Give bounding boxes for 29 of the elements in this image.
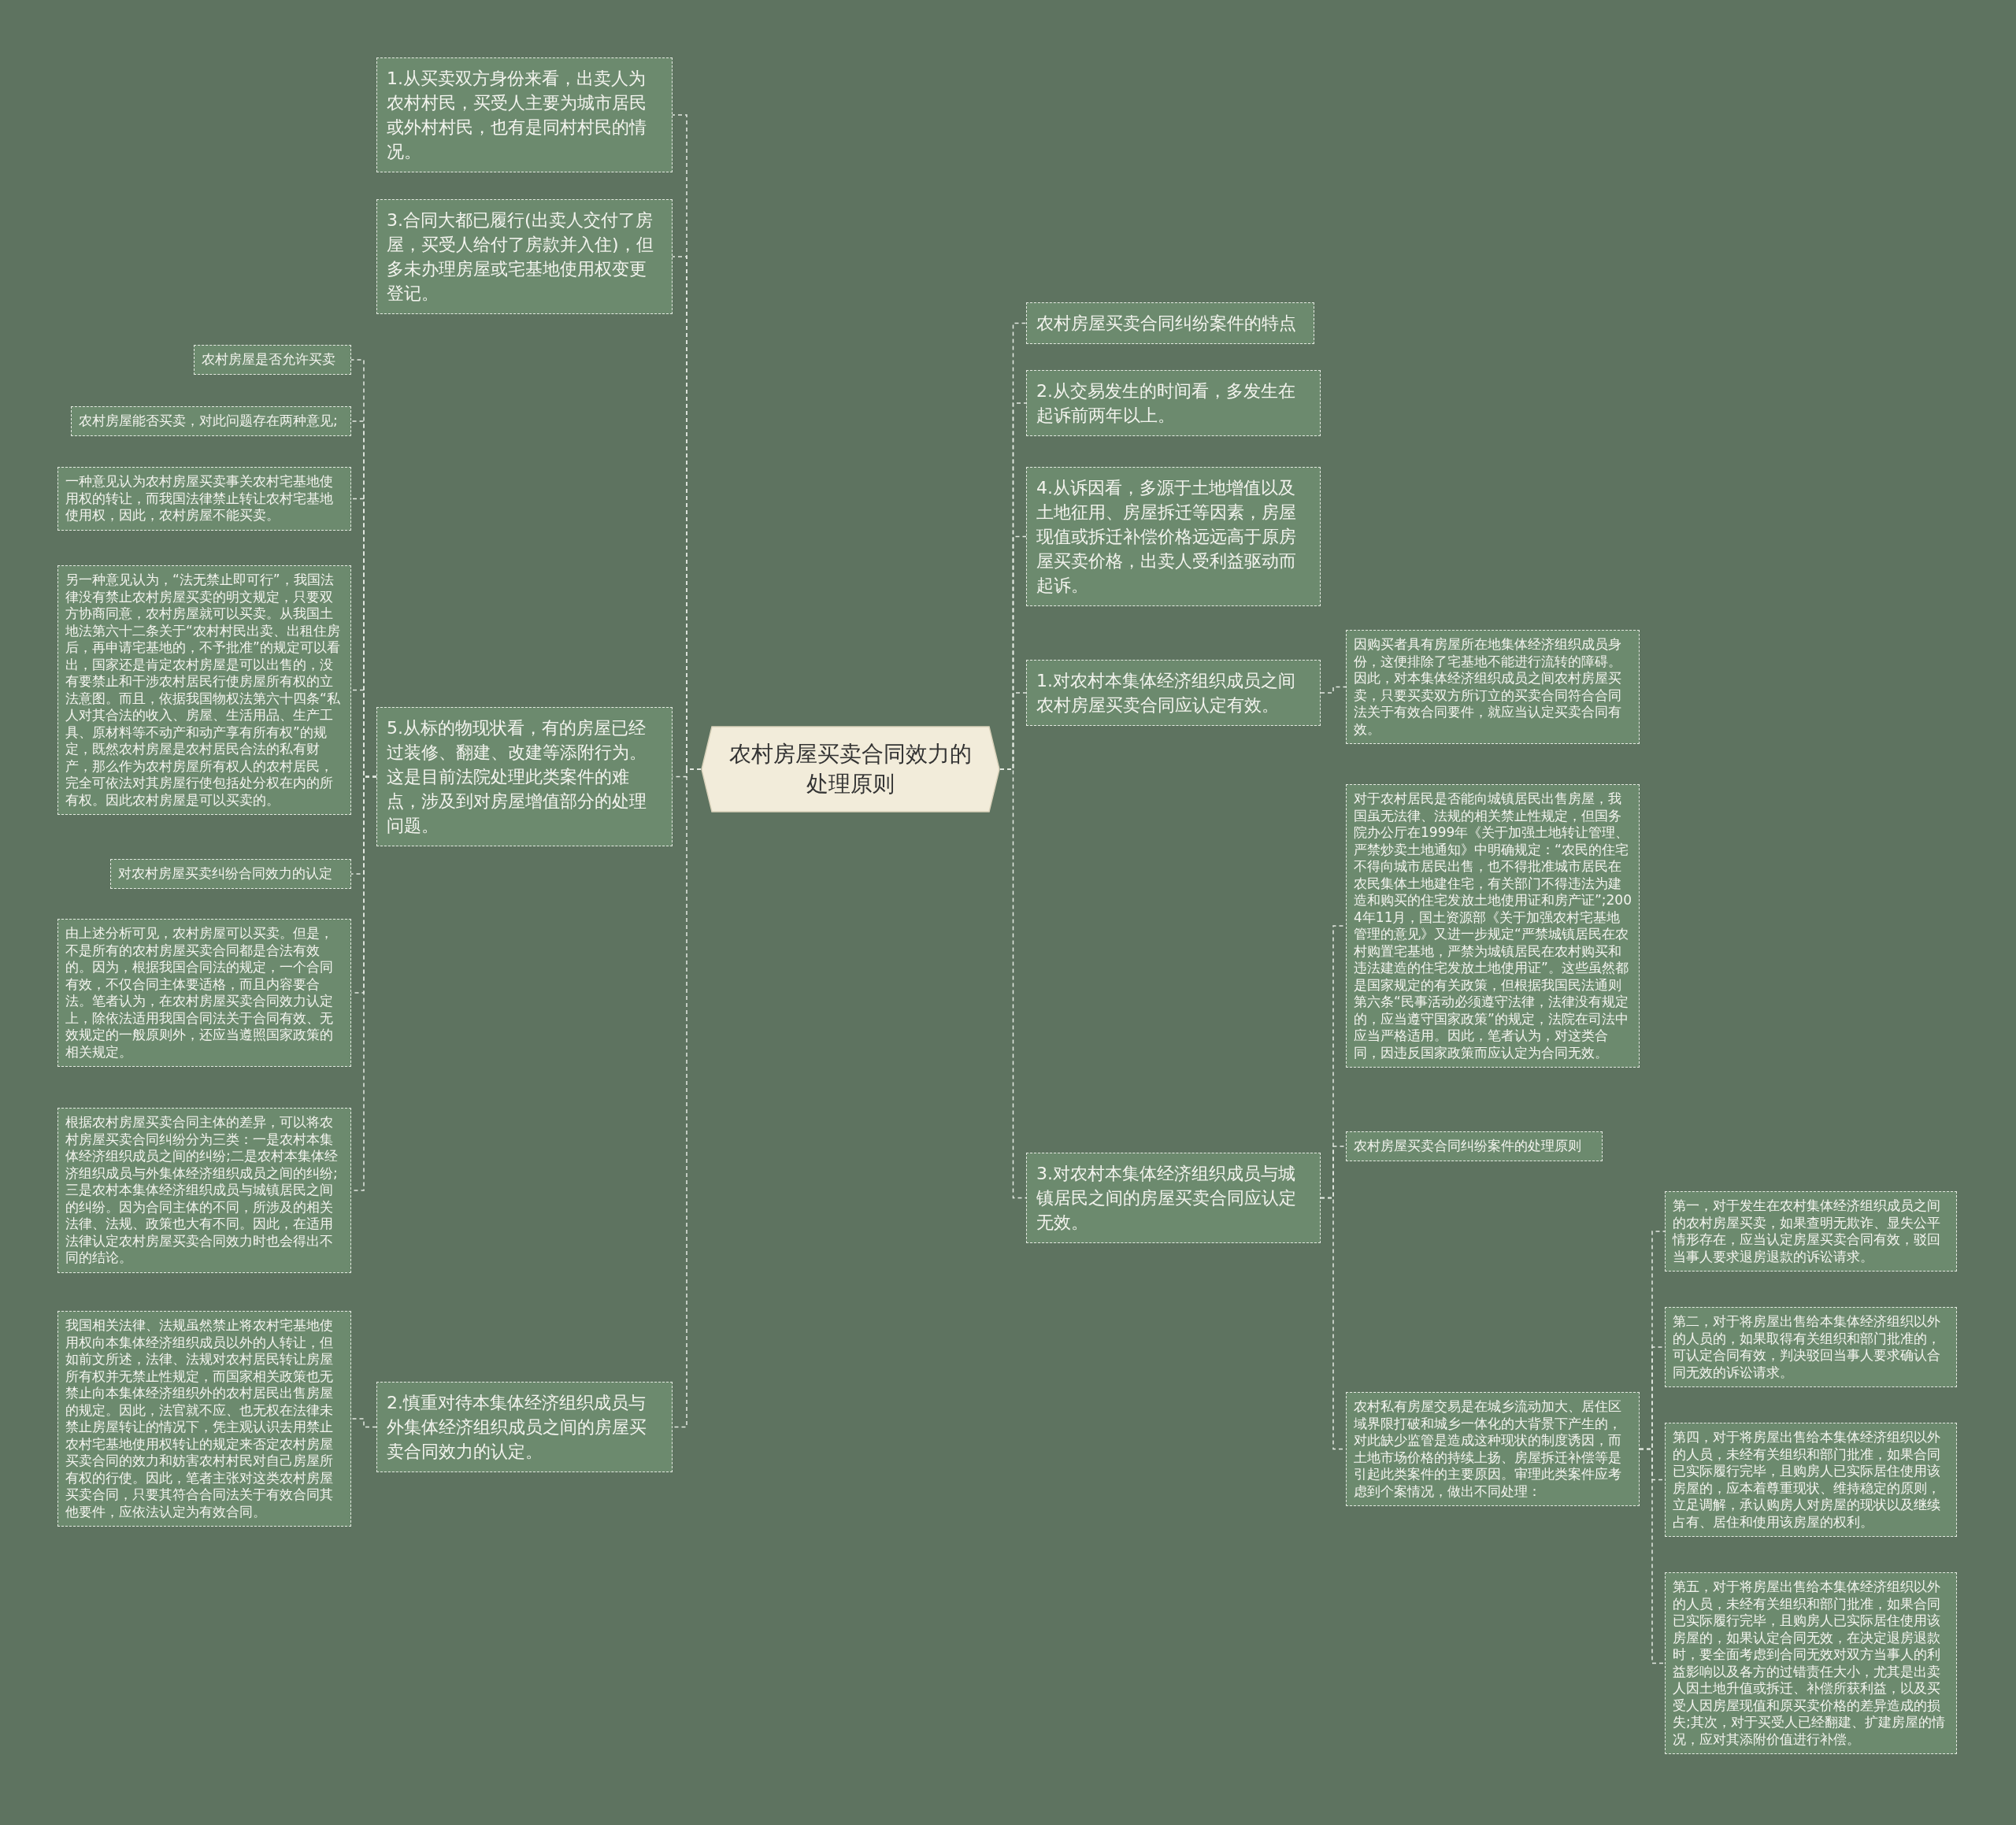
- topic-box: 5.从标的物现状看，有的房屋已经过装修、翻建、改建等添附行为。这是目前法院处理此类案件的难点，涉及到对房屋增值部分的处理问题。: [376, 707, 673, 846]
- note-box: 根据农村房屋买卖合同主体的差异，可以将农村房屋买卖合同纠纷分为三类：一是农村本集体经济组织成员之间的纠纷;二是农村本集体经济组织成员与外集体经济组织成员之间的纠纷;三是农村本集体经济组织成员与城镇居民之间的纠纷。因为合同主体的不同，所涉及的相关法律、法规、政策也大有不同。因此，在适用法律认定农村房屋买卖合同效力时也会得出不同的结论。: [57, 1108, 351, 1273]
- note-box: 我国相关法律、法规虽然禁止将农村宅基地使用权向本集体经济组织成员以外的人转让，但如前文所述，法律、法规对农村居民转让房屋所有权并无禁止性规定，而国家相关政策也无禁止向本集体经济组织外的农村居民出售房屋的规定。因此，法官就不应、也无权在法律未禁止房屋转让的情况下，凭主观认识去用禁止农村宅基地使用权转让的规定来否定农村房屋买卖合同的效力和妨害农村村民对自己房屋所有权的行使。因此，笔者主张对这类农村房屋买卖合同，只要其符合合同法关于有效合同其他要件，应依法认定为有效合同。: [57, 1311, 351, 1527]
- topic-box: 2.从交易发生的时间看，多发生在起诉前两年以上。: [1026, 370, 1321, 436]
- topic-box: 1.对农村本集体经济组织成员之间农村房屋买卖合同应认定有效。: [1026, 660, 1321, 726]
- central-topic: 农村房屋买卖合同效力的处理原则: [701, 726, 1000, 813]
- topic-box: 1.从买卖双方身份来看，出卖人为农村村民，买受人主要为城市居民或外村村民，也有是同村村民的情况。: [376, 57, 673, 172]
- topic-box: 3.合同大都已履行(出卖人交付了房屋，买受人给付了房款并入住)，但多未办理房屋或宅基地使用权变更登记。: [376, 199, 673, 314]
- note-box: 一种意见认为农村房屋买卖事关农村宅基地使用权的转让，而我国法律禁止转让农村宅基地使用权，因此，农村房屋不能买卖。: [57, 467, 351, 531]
- topic-box: 农村房屋买卖合同纠纷案件的特点: [1026, 302, 1314, 344]
- connector-line: [1320, 686, 1347, 694]
- note-box: 农村房屋能否买卖，对此问题存在两种意见;: [71, 406, 351, 436]
- note-box: 对农村房屋买卖纠纷合同效力的认定: [110, 859, 351, 889]
- connector-line: [1639, 1448, 1666, 1664]
- note-box: 由上述分析可见，农村房屋可以买卖。但是，不是所有的农村房屋买卖合同都是合法有效的。因为，根据我国合同法的规定，一个合同有效，不仅合同主体要适格，而且内容要合法。笔者认为，在农村房屋买卖合同效力认定上，除依法适用我国合同法关于合同有效、无效规定的一般原则外，还应当遵照国家政策的相关规定。: [57, 919, 351, 1067]
- connector-line: [350, 1418, 377, 1428]
- note-box: 农村私有房屋交易是在城乡流动加大、居住区域界限打破和城乡一体化的大背景下产生的，对此缺少监管是造成这种现状的制度诱因，而土地市场价格的持续上扬、房屋拆迁补偿等是引起此类案件的主要原因。审理此类案件应考虑到个案情况，做出不同处理：: [1346, 1392, 1640, 1506]
- note-box: 第二，对于将房屋出售给本集体经济组织以外的人员的，如果取得有关组织和部门批准的，可认定合同有效，判决驳回当事人要求确认合同无效的诉讼请求。: [1665, 1307, 1957, 1387]
- note-box: 因购买者具有房屋所在地集体经济组织成员身份，这便排除了宅基地不能进行流转的障碍。因此，对本集体经济组织成员之间农村房屋买卖，只要买卖双方所订立的买卖合同符合合同法关于有效合同要件，就应当认定买卖合同有效。: [1346, 630, 1640, 744]
- note-box: 另一种意见认为，“法无禁止即可行”，我国法律没有禁止农村房屋买卖的明文规定，只要双方协商同意，农村房屋就可以买卖。从我国土地法第六十二条关于“农村村民出卖、出租住房后，再申请宅基地的，不予批准”的规定可以看出，国家还是肯定农村房屋是可以出售的，没有要禁止和干涉农村居民行使房屋所有权的立法意图。而且，依据我国物权法第六十四条“私人对其合法的收入、房屋、生活用品、生产工具、原材料等不动产和动产享有所有权”的规定，既然农村房屋是农村居民合法的私有财产，那么作为农村房屋所有权人的农村居民，完全可依法对其房屋行使包括处分权在内的所有权。因此农村房屋是可以买卖的。: [57, 565, 351, 815]
- note-box: 第四，对于将房屋出售给本集体经济组织以外的人员，未经有关组织和部门批准，如果合同已实际履行完毕，且购房人已实际居住使用该房屋的，应本着尊重现状、维持稳定的原则，立足调解，承认购房人对房屋的现状以及继续占有、居住和使用该房屋的权利。: [1665, 1423, 1957, 1537]
- note-box: 对于农村居民是否能向城镇居民出售房屋，我国虽无法律、法规的相关禁止性规定，但国务院办公厅在1999年《关于加强土地转让管理、严禁炒卖土地通知》中明确规定：“农民的住宅不得向城市居民出售，也不得批准城市居民在农民集体土地建住宅，有关部门不得违法为建造和购买的住宅发放土地使用证和房产证”;2004年11月，国土资源部《关于加强农村宅基地管理的意见》又进一步规定“严禁城镇居民在农村购置宅基地，严禁为城镇居民在农村购买和违法建造的住宅发放土地使用证”。这些虽然都是国家规定的有关政策，但根据我国民法通则第六条“民事活动必须遵守法律，法律没有规定的，应当遵守国家政策”的规定，法院在司法中应当严格适用。因此，笔者认为，对这类合同，因违反国家政策而应认定为合同无效。: [1346, 784, 1640, 1068]
- topic-box: 4.从诉因看，多源于土地增值以及土地征用、房屋拆迁等因素，房屋现值或拆迁补偿价格远远高于原房屋买卖价格，出卖人受利益驱动而起诉。: [1026, 467, 1321, 606]
- note-box: 第一，对于发生在农村集体经济组织成员之间的农村房屋买卖，如果查明无欺诈、显失公平情形存在，应当认定房屋买卖合同有效，驳回当事人要求退房退款的诉讼请求。: [1665, 1191, 1957, 1272]
- note-box: 农村房屋买卖合同纠纷案件的处理原则: [1346, 1131, 1603, 1161]
- note-box: 农村房屋是否允许买卖: [194, 345, 351, 375]
- note-box: 第五，对于将房屋出售给本集体经济组织以外的人员，未经有关组织和部门批准，如果合同已实际履行完毕，且购房人已实际居住使用该房屋的，如果认定合同无效，在决定退房退款时，要全面考虑到合同无效对双方当事人的利益影响以及各方的过错责任大小，尤其是出卖人因土地升值或拆迁、补偿所获利益，以及买受人因房屋现值和原买卖价格的差异造成的损失;其次，对于买受人已经翻建、扩建房屋的情况，应对其添附价值进行补偿。: [1665, 1572, 1957, 1754]
- topic-box: 3.对农村本集体经济组织成员与城镇居民之间的房屋买卖合同应认定无效。: [1026, 1153, 1321, 1243]
- topic-box: 2.慎重对待本集体经济组织成员与外集体经济组织成员之间的房屋买卖合同效力的认定。: [376, 1382, 673, 1472]
